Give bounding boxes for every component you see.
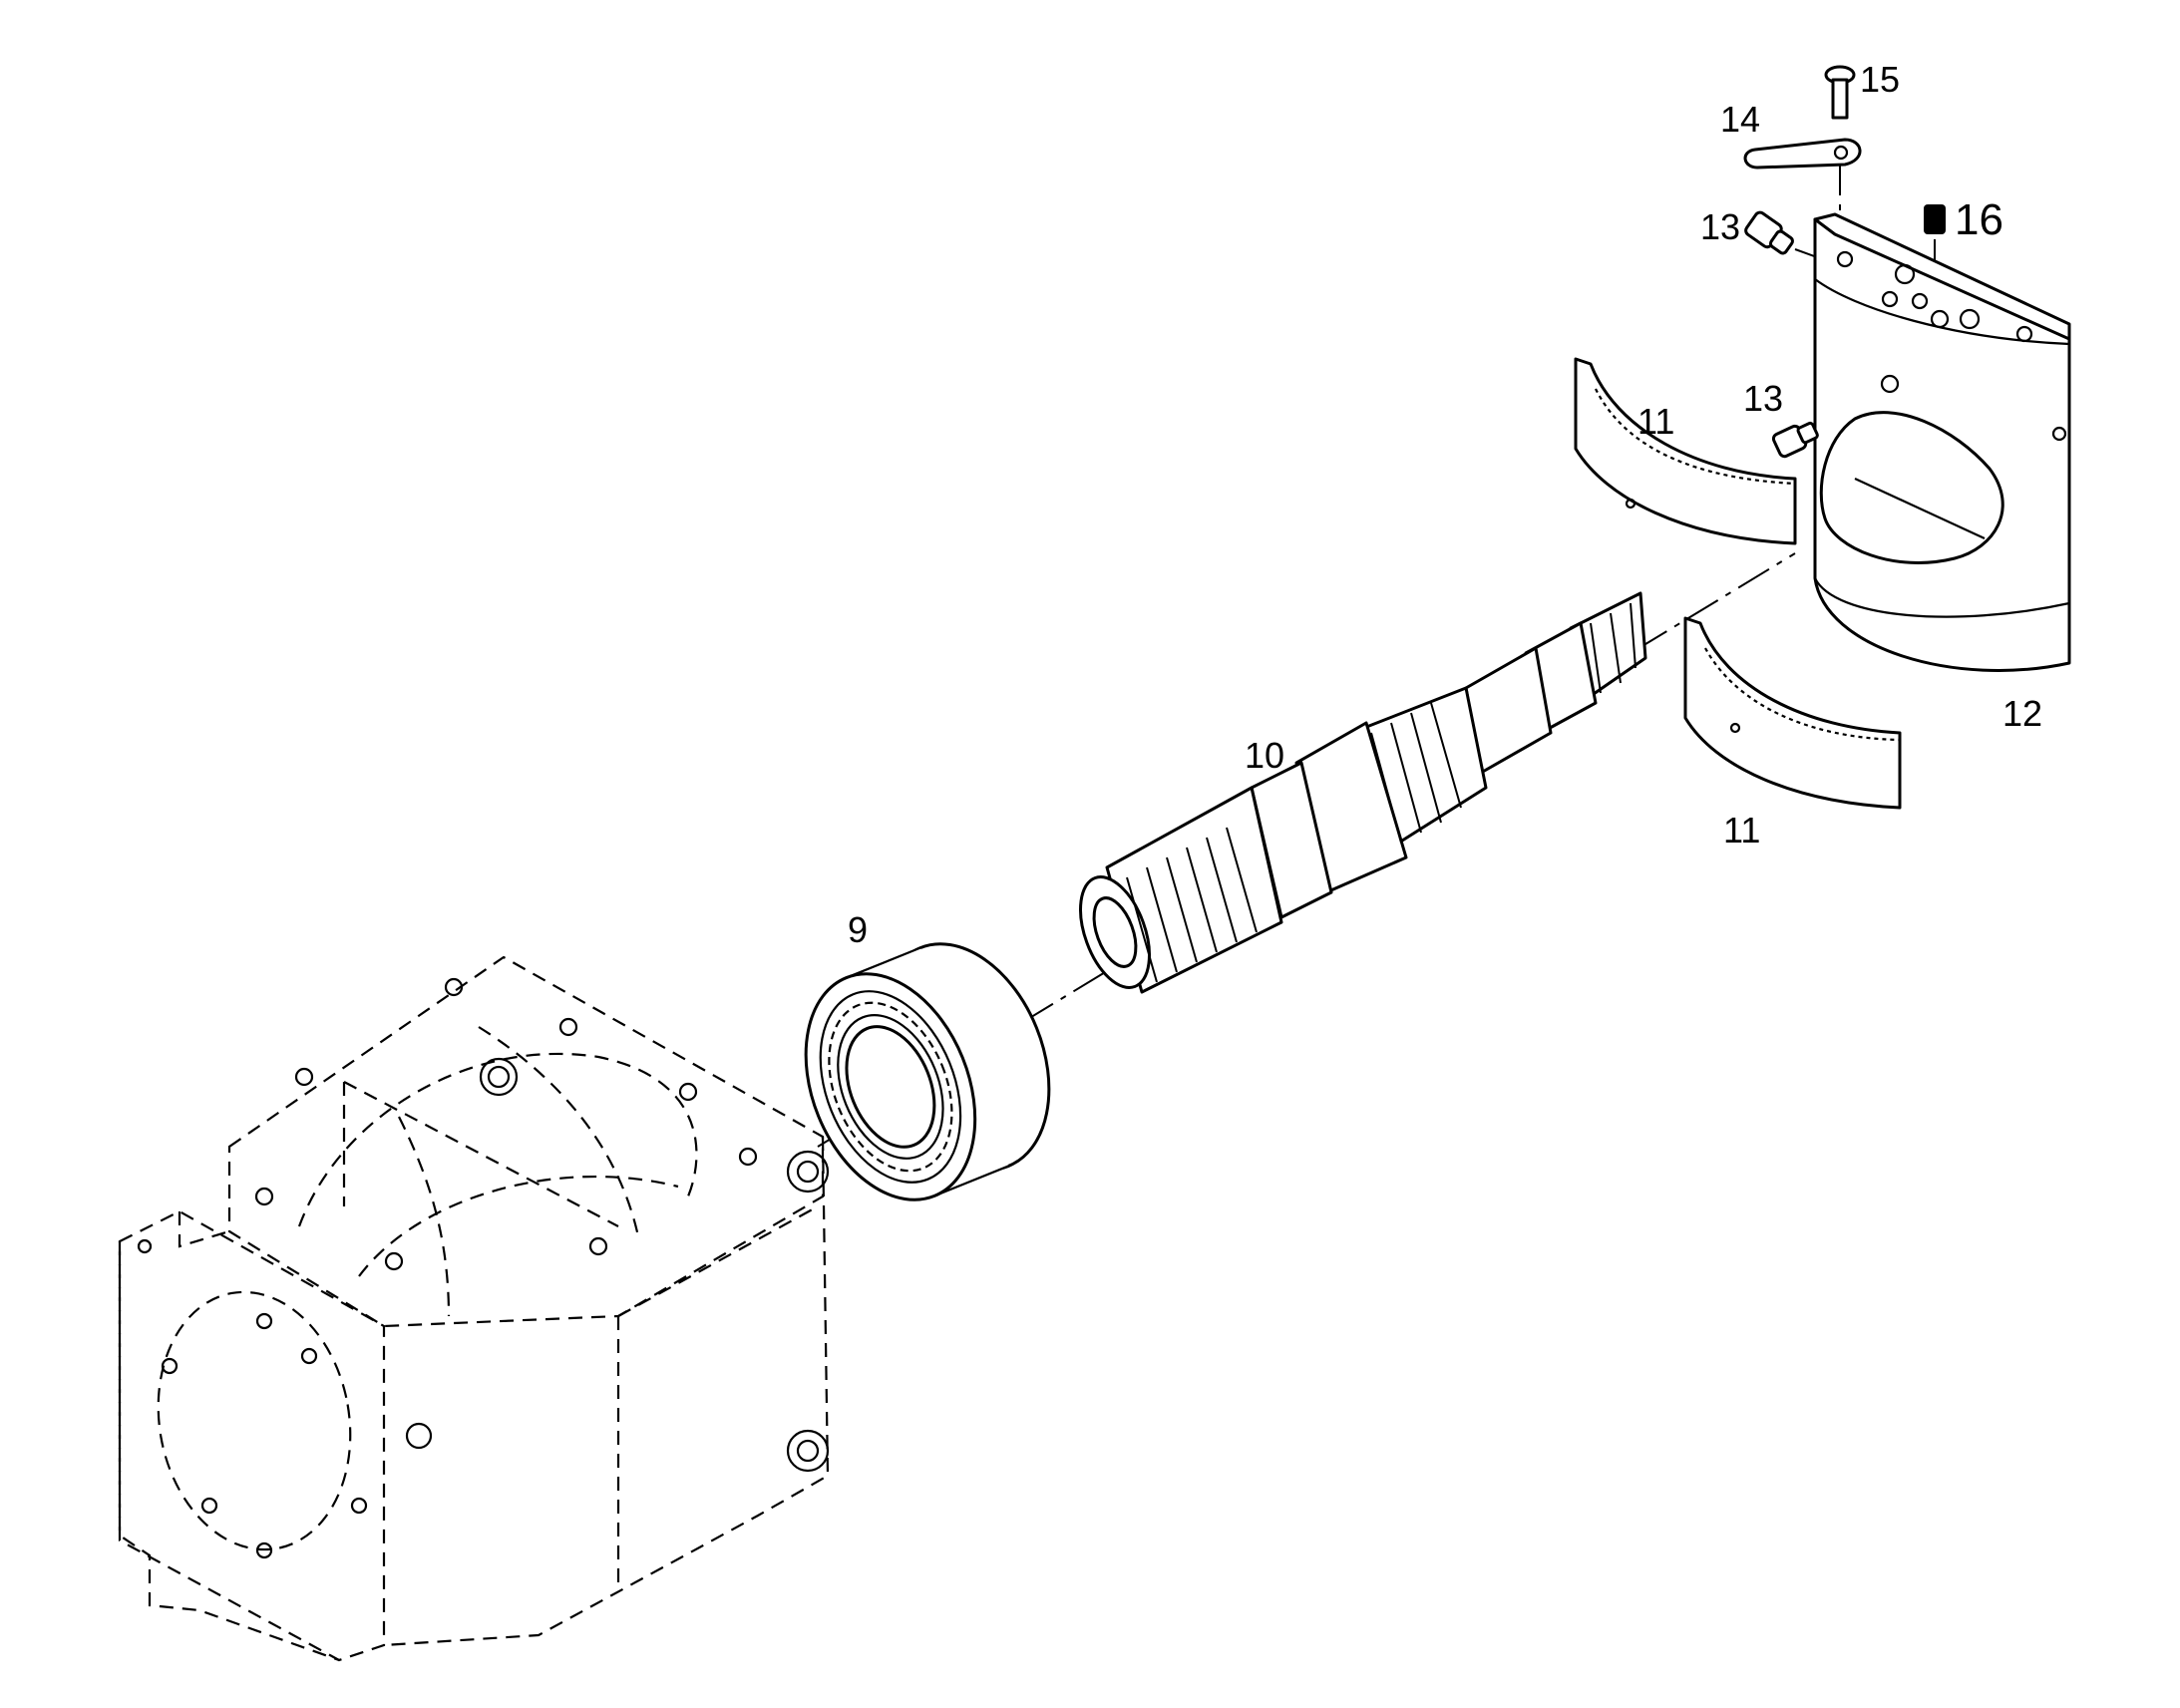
- callout-11-lower: 11: [1723, 810, 1760, 851]
- callout-11-upper: 11: [1637, 401, 1674, 442]
- callout-13-top: 13: [1700, 206, 1740, 247]
- fitting-part-13-top: [1744, 210, 1794, 255]
- callout-13-side: 13: [1743, 378, 1783, 419]
- shaft-part-10: [1079, 591, 1647, 994]
- screw-part-15: [1824, 65, 1856, 120]
- callout-9: 9: [848, 909, 868, 950]
- callout-14: 14: [1720, 99, 1760, 140]
- lock-plate-part-14: [1743, 138, 1862, 170]
- callout-12: 12: [2002, 693, 2042, 734]
- shoe-half-part-11-lower: [1683, 616, 1902, 810]
- callout-10: 10: [1245, 735, 1284, 776]
- plug-part-16: [1924, 204, 1946, 234]
- cap-part-12: [1813, 212, 2071, 672]
- callout-15: 15: [1860, 59, 1900, 100]
- shaft-splines: [1126, 602, 1636, 983]
- bearing-part-9: [804, 942, 1051, 1201]
- fitting-part-13-side: [1771, 421, 1819, 459]
- shoe-half-part-11-upper: [1574, 357, 1797, 545]
- gearbox-housing: [118, 955, 830, 1662]
- callout-16: 16: [1955, 195, 2003, 244]
